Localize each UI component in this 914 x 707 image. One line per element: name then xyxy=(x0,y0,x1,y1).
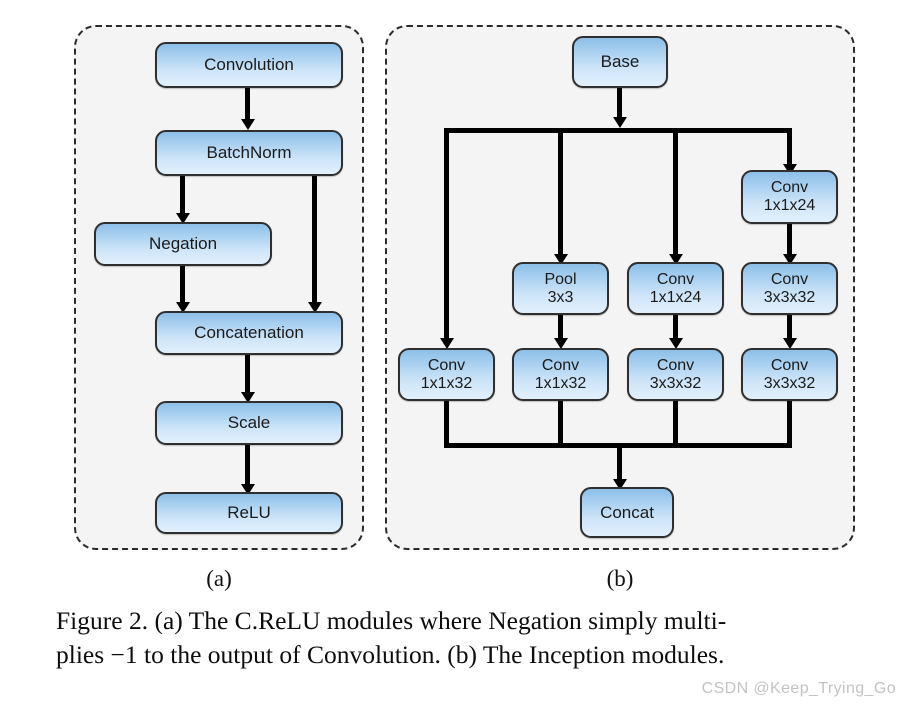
edge-batchnorm-to-negation xyxy=(180,176,185,215)
arrowhead-merge-bus-to-concat xyxy=(612,479,627,490)
node-pool-3x3-line1: Pool xyxy=(544,270,577,288)
arrowhead-concatenation-to-scale xyxy=(240,392,255,403)
arrowhead-batchnorm-bypass-to-concatenation xyxy=(307,302,322,313)
arrowhead-conv-3x3x32-middle-to-bottom xyxy=(782,338,797,349)
node-conv-3x3x32-col3[interactable]: Conv 3x3x32 xyxy=(627,348,724,401)
branch-1-vertical xyxy=(444,128,449,340)
node-conv-3x3x32-col4-line1: Conv xyxy=(770,356,809,374)
node-conv-3x3x32-col3-line1: Conv xyxy=(656,356,695,374)
csdn-watermark: CSDN @Keep_Trying_Go xyxy=(701,680,896,697)
arrowhead-conv-1x1x24-upper-to-conv-3x3x32 xyxy=(782,254,797,265)
edge-concatenation-to-scale xyxy=(245,355,250,394)
node-conv-1x1x24-upper-line2: 1x1x24 xyxy=(763,197,816,214)
subfigure-label-b: (b) xyxy=(606,566,634,591)
node-conv-1x1x24-middle-line2: 1x1x24 xyxy=(649,288,702,306)
edge-base-to-split-bus xyxy=(617,88,622,119)
arrowhead-negation-to-concatenation xyxy=(175,302,190,313)
figure-caption-line-1: Figure 2. (a) The C.ReLU modules where N… xyxy=(56,606,727,635)
merge-leg-col3 xyxy=(673,401,678,448)
node-batchnorm[interactable]: BatchNorm xyxy=(155,130,343,176)
node-conv-1x1x32-col2-line2: 1x1x32 xyxy=(534,374,587,392)
arrowhead-base-to-split-bus xyxy=(612,117,627,128)
merge-leg-col2 xyxy=(558,401,563,448)
node-negation-label: Negation xyxy=(148,234,218,254)
edge-negation-to-concatenation xyxy=(180,266,185,304)
panel-a-crelu-module xyxy=(74,25,364,550)
node-conv-1x1x24-upper[interactable]: Conv 1x1x24 xyxy=(741,170,838,224)
node-conv-3x3x32-col4-line2: 3x3x32 xyxy=(763,374,816,392)
node-conv-1x1x32-col1-line2: 1x1x32 xyxy=(420,374,473,392)
node-negation[interactable]: Negation xyxy=(94,222,272,266)
arrowhead-convolution-to-batchnorm xyxy=(240,119,255,130)
merge-leg-col4 xyxy=(787,401,792,448)
node-scale[interactable]: Scale xyxy=(155,401,343,445)
edge-pool-to-conv-1x1x32 xyxy=(558,315,563,340)
node-pool-3x3[interactable]: Pool 3x3 xyxy=(512,262,609,315)
arrowhead-scale-to-relu xyxy=(240,484,255,495)
arrowhead-branch-1-to-conv-1x1x32 xyxy=(439,338,454,349)
arrowhead-branch-2-to-pool xyxy=(553,254,568,265)
node-conv-1x1x24-middle-line1: Conv xyxy=(656,270,695,288)
arrowhead-branch-3-to-conv-1x1x24 xyxy=(668,254,683,265)
branch-2-vertical xyxy=(558,128,563,256)
arrowhead-batchnorm-to-negation xyxy=(175,213,190,224)
node-conv-3x3x32-col4[interactable]: Conv 3x3x32 xyxy=(741,348,838,401)
edge-conv-3x3x32-middle-to-conv-3x3x32-bottom xyxy=(787,315,792,340)
node-conv-3x3x32-col3-line2: 3x3x32 xyxy=(649,374,702,392)
node-scale-label: Scale xyxy=(227,413,271,433)
edge-batchnorm-bypass-to-concatenation xyxy=(312,176,317,304)
node-concat[interactable]: Concat xyxy=(580,487,674,538)
node-relu[interactable]: ReLU xyxy=(155,492,343,534)
node-base-label: Base xyxy=(600,52,640,72)
node-base[interactable]: Base xyxy=(572,36,668,88)
node-conv-1x1x24-upper-line1: Conv xyxy=(770,179,809,197)
node-conv-1x1x32-col2[interactable]: Conv 1x1x32 xyxy=(512,348,609,401)
branch-4-vertical xyxy=(787,128,792,166)
branch-3-vertical xyxy=(673,128,678,256)
node-concatenation-label: Concatenation xyxy=(194,323,304,343)
node-convolution[interactable]: Convolution xyxy=(155,42,343,88)
node-conv-1x1x32-col2-line1: Conv xyxy=(541,356,580,374)
subfigure-label-a: (a) xyxy=(206,566,232,591)
split-bus-horizontal xyxy=(444,128,792,133)
node-conv-3x3x32-middle[interactable]: Conv 3x3x32 xyxy=(741,262,838,315)
node-conv-3x3x32-middle-line2: 3x3x32 xyxy=(763,288,816,306)
edge-conv-1x1x24-upper-to-conv-3x3x32 xyxy=(787,224,792,256)
edge-scale-to-relu xyxy=(245,445,250,487)
node-concatenation[interactable]: Concatenation xyxy=(155,311,343,355)
node-relu-label: ReLU xyxy=(227,503,271,523)
edge-merge-bus-to-concat xyxy=(617,443,622,481)
node-conv-1x1x32-col1-line1: Conv xyxy=(427,356,466,374)
node-conv-1x1x24-middle[interactable]: Conv 1x1x24 xyxy=(627,262,724,315)
node-pool-3x3-line2: 3x3 xyxy=(547,288,574,306)
node-conv-3x3x32-middle-line1: Conv xyxy=(770,270,809,288)
figure-caption-line-2: plies −1 to the output of Convolution. (… xyxy=(56,639,725,669)
arrowhead-branch-4-to-conv-1x1x24-upper xyxy=(782,164,797,175)
node-convolution-label: Convolution xyxy=(204,55,294,75)
arrowhead-pool-to-conv-1x1x32 xyxy=(553,338,568,349)
edge-convolution-to-batchnorm xyxy=(245,88,250,121)
figure-caption: Figure 2. (a) The C.ReLU modules where N… xyxy=(56,604,866,671)
node-concat-label: Concat xyxy=(600,502,654,522)
node-conv-1x1x32-col1[interactable]: Conv 1x1x32 xyxy=(398,348,495,401)
edge-conv-1x1x24-middle-to-conv-3x3x32 xyxy=(673,315,678,340)
node-batchnorm-label: BatchNorm xyxy=(206,143,292,163)
arrowhead-conv-1x1x24-middle-to-conv-3x3x32 xyxy=(668,338,683,349)
merge-leg-col1 xyxy=(444,401,449,448)
